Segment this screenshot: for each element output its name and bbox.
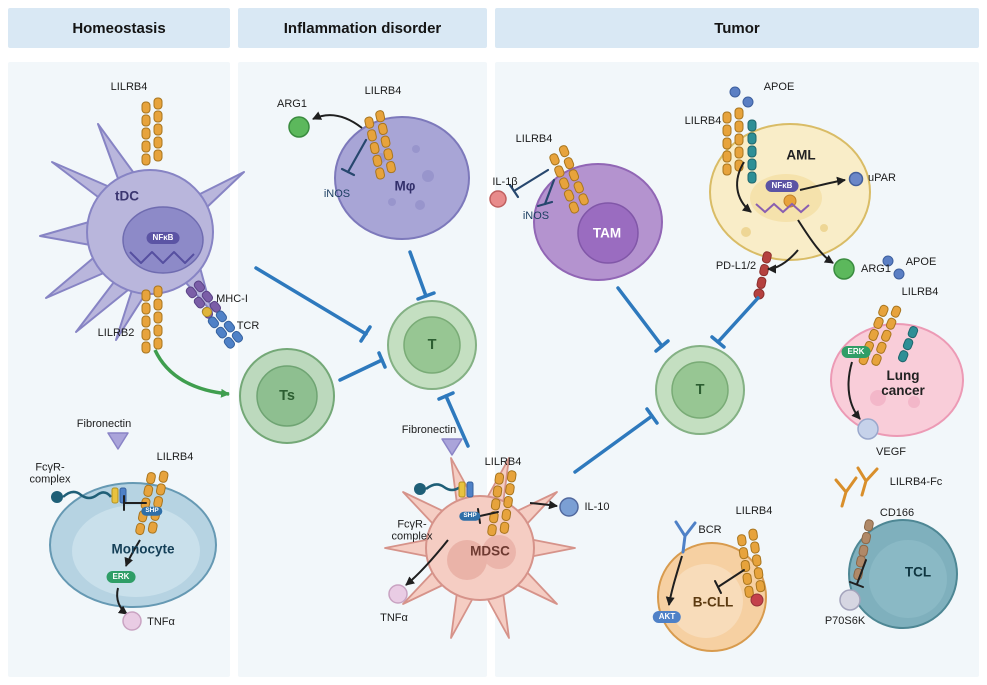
lung-cancer-cell-label: Lung cancer [881,367,925,398]
erk-badge-lung: ERK [841,346,871,358]
apoe-ligand-aml [729,86,754,108]
mdsc-cell-label: MDSC [470,543,510,559]
tcl-cell [848,519,958,629]
header-inflammation: Inflammation disorder [238,8,487,48]
fibronectin-label-mdsc: Fibronectin [401,423,457,436]
aml-cell [709,123,871,261]
mdsc-cell [384,457,576,639]
t-cell-tumor-label: T [695,381,705,398]
erk-badge-monocyte: ERK [106,571,136,583]
aml-cell-label: AML [786,147,816,163]
tcr-label: TCR [236,319,260,332]
dna-icon [129,251,195,264]
fibronectin-icon [441,438,463,456]
ts-cell-label: Ts [279,387,295,404]
tnfa-molecule [388,584,408,604]
lilrb4-fc-antibody-icon [834,476,858,508]
lilrb4-fc-label: LILRB4-Fc [889,475,943,488]
il1b-label: IL-1β [492,175,518,188]
apoe-label-aml: APOE [763,80,795,93]
tnfa-label-mdsc: TNFα [380,611,408,624]
lilrb2-label: LILRB2 [97,326,135,339]
peptide-icon [202,307,212,317]
upar-label: uPAR [868,171,896,184]
inos-label-macrophage: iNOS [323,187,351,200]
lilrb4-label-tam: LILRB4 [515,132,553,145]
il10-label: IL-10 [584,500,610,513]
monocyte-cell-label: Monocyte [111,541,175,557]
shp-badge-monocyte: SHP [141,506,163,516]
tnfa-label-monocyte: TNFα [147,615,175,628]
lilrb4-label-tdc: LILRB4 [110,80,148,93]
inhibition-bars-navy [340,138,556,208]
bcr-antibody-icon [674,520,697,554]
inos-label-tam: iNOS [522,209,550,222]
nfkb-badge-aml: NFκB [765,180,799,192]
t-cell-tumor [655,345,745,435]
header-tumor: Tumor [495,8,979,48]
arg1-molecule [833,258,855,280]
pdl12-receptor [753,250,773,300]
lilrb4-label-aml: LILRB4 [684,114,722,127]
bcr-label: BCR [698,523,722,536]
signal-arrows [116,111,861,615]
lilrb4-receptor-tdc [142,98,162,165]
akt-badge: AKT [652,611,682,623]
arg1-label-macrophage: ARG1 [277,97,307,110]
tdc-cell-label: tDC [115,188,139,204]
t-cell-center [387,300,477,390]
ts-cell [239,348,335,444]
pdl12-label: PD-L1/2 [715,259,757,272]
tcl-cell-label: TCL [904,564,932,580]
lilrb4-label-monocyte: LILRB4 [156,450,194,463]
header-homeostasis: Homeostasis [8,8,230,48]
coreceptor-aml [747,119,757,184]
bcll-cell-label: B-CLL [692,594,734,610]
mhc1-label: MHC-I [216,292,248,305]
lilrb4-label-lung: LILRB4 [901,285,939,298]
p70s6k-label: P70S6K [824,614,866,627]
t-cell-inhibition-lines [254,250,760,474]
il10-molecule [559,497,579,517]
fcgr-complex-label-mdsc: FcγR- complex [391,518,433,543]
apoe-ligand-lung [882,255,905,280]
fcgr-complex-mdsc [414,481,474,498]
header-homeostasis-label: Homeostasis [72,19,166,37]
vegf-molecule [857,418,879,440]
tnfa-molecule [122,611,142,631]
tam-nucleus [577,202,639,264]
lilrb4-fc-antibody-icon [856,466,879,497]
vegf-label: VEGF [876,445,906,458]
il1b-molecule [489,190,507,208]
macrophage-cell-label: Mφ [394,178,416,194]
cd166-label: CD166 [879,506,915,519]
activation-arrow [153,349,230,398]
fibronectin-icon [107,432,129,450]
p70s6k-molecule [839,589,861,611]
lilrb4-receptor-bcll [737,529,766,607]
fcgr-complex-label-monocyte: FcγR- complex [29,461,71,486]
header-inflammation-label: Inflammation disorder [283,19,442,37]
dna-icon [755,202,810,214]
fcgr-complex-monocyte [51,487,127,504]
macrophage-cell [334,116,470,240]
monocyte-cell [49,482,217,608]
mdsc-nucleus [447,540,487,580]
nfkb-badge-tdc: NFκB [146,232,180,244]
lilrb4-label-bcll: LILRB4 [735,504,773,517]
lilrb4-label-mdsc: LILRB4 [484,455,522,468]
lilrb4-label-macrophage: LILRB4 [364,84,402,97]
tam-cell-label: TAM [592,225,622,241]
arg1-label-aml: ARG1 [861,262,891,275]
mhc1-receptor [184,279,223,321]
lilrb2-receptor-tdc [142,286,162,353]
apoe-label-lung: APOE [905,255,937,268]
arg1-molecule [288,116,310,138]
shp-badge-mdsc: SHP [459,511,481,521]
fibronectin-label-monocyte: Fibronectin [76,417,132,430]
t-cell-center-label: T [427,336,437,353]
upar-molecule [848,171,864,187]
header-tumor-label: Tumor [714,19,760,37]
